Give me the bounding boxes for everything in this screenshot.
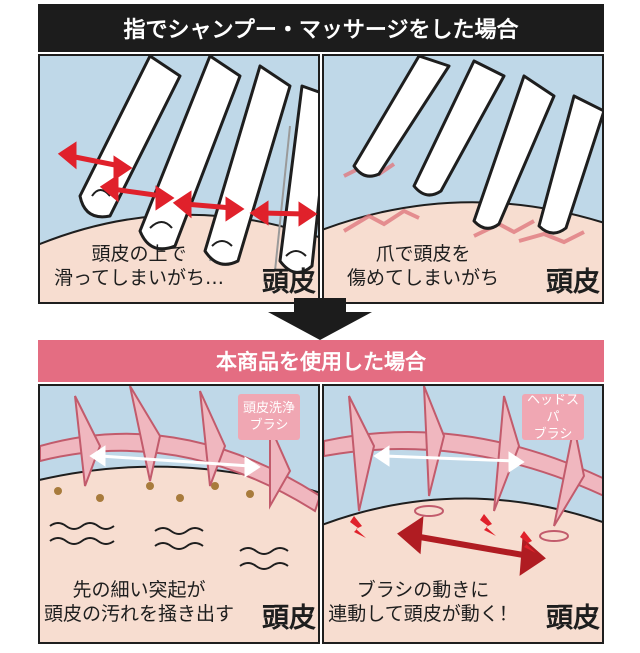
head-spa-brush-tag: ヘッドスパ ブラシ: [522, 394, 584, 440]
top-section-banner: 指でシャンプー・マッサージをした場合: [38, 4, 604, 52]
nail-damage-caption: 爪で頭皮を 傷めてしまいがち: [322, 242, 562, 290]
down-arrow-icon: [268, 298, 372, 340]
scalp-label: 頭皮: [546, 596, 600, 635]
bottom-section-banner: 本商品を使用した場合: [38, 340, 604, 382]
scalp-label: 頭皮: [262, 596, 316, 635]
top-banner-text: 指でシャンプー・マッサージをした場合: [124, 12, 519, 44]
scalp-cleansing-brush-tag: 頭皮洗浄 ブラシ: [238, 394, 300, 440]
bottom-banner-text: 本商品を使用した場合: [216, 346, 426, 376]
scalp-label: 頭皮: [546, 260, 600, 299]
head-spa-brush-panel: ヘッドスパ ブラシ ブラシの動きに 連動して頭皮が動く！ 頭皮: [322, 384, 604, 644]
scalp-cleansing-brush-panel: 頭皮洗浄 ブラシ 先の細い突起が 頭皮の汚れを掻き出す 頭皮: [38, 384, 320, 644]
finger-sliding-panel: 頭皮の上で 滑ってしまいがち… 頭皮: [38, 54, 320, 304]
scalp-label: 頭皮: [262, 260, 316, 299]
scalp-cleansing-caption: 先の細い突起が 頭皮の汚れを掻き出す: [38, 578, 278, 626]
nail-damage-panel: 爪で頭皮を 傷めてしまいがち 頭皮: [322, 54, 604, 304]
finger-sliding-caption: 頭皮の上で 滑ってしまいがち…: [38, 242, 278, 290]
head-spa-caption: ブラシの動きに 連動して頭皮が動く！: [322, 578, 562, 626]
